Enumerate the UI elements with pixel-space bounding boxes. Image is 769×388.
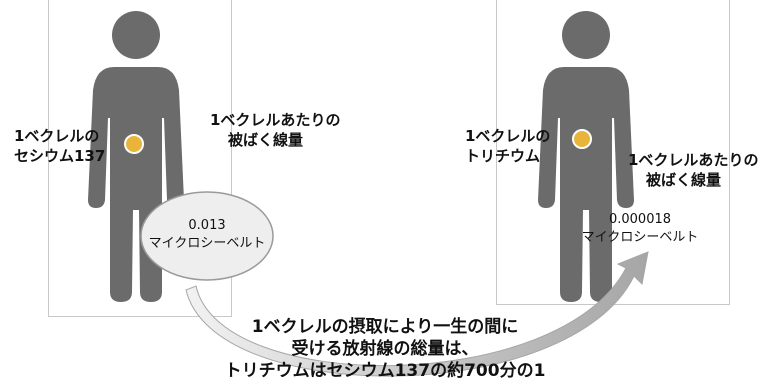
- right-substance-label: 1ベクレルの トリチウム: [465, 126, 550, 166]
- right-substance-line-2: トリチウム: [465, 147, 541, 165]
- left-dose-text: 0.013 マイクロシーベルト: [145, 217, 269, 253]
- left-substance-line-1: 1ベクレルの: [14, 127, 100, 145]
- left-body-dot: [124, 134, 144, 154]
- left-dose-caption-line-2: 被ばく線量: [228, 131, 304, 149]
- right-dose-value: 0.000018: [608, 212, 672, 227]
- comparison-arrow: [185, 251, 649, 377]
- right-substance-line-1: 1ベクレルの: [465, 127, 551, 145]
- left-substance-label: 1ベクレルの セシウム137: [14, 126, 105, 166]
- left-dose-bubble: [140, 191, 274, 281]
- left-dose-unit: マイクロシーベルト: [148, 236, 266, 251]
- left-dose-caption: 1ベクレルあたりの 被ばく線量: [210, 110, 340, 150]
- summary-text: 1ベクレルの摂取により一生の間に 受ける放射線の総量は、 トリチウムはセシウム1…: [220, 316, 550, 382]
- summary-line-2: 受ける放射線の総量は、: [291, 339, 479, 359]
- left-dose-value: 0.013: [188, 218, 226, 233]
- right-dose-caption: 1ベクレルあたりの 被ばく線量: [628, 150, 758, 190]
- summary-line-1: 1ベクレルの摂取により一生の間に: [251, 317, 519, 337]
- left-panel-frame: [48, 0, 232, 317]
- right-dose-unit: マイクロシーベルト: [581, 230, 699, 245]
- right-dose-caption-line-2: 被ばく線量: [646, 171, 722, 189]
- right-dose-caption-line-1: 1ベクレルあたりの: [628, 151, 759, 169]
- summary-line-3: トリチウムはセシウム137の約700分の1: [224, 361, 546, 381]
- right-dose-text: 0.000018 マイクロシーベルト: [578, 211, 702, 247]
- right-body-dot: [572, 129, 592, 149]
- left-substance-line-2: セシウム137: [14, 147, 106, 165]
- left-dose-caption-line-1: 1ベクレルあたりの: [210, 111, 341, 129]
- right-person-figure: [538, 11, 634, 302]
